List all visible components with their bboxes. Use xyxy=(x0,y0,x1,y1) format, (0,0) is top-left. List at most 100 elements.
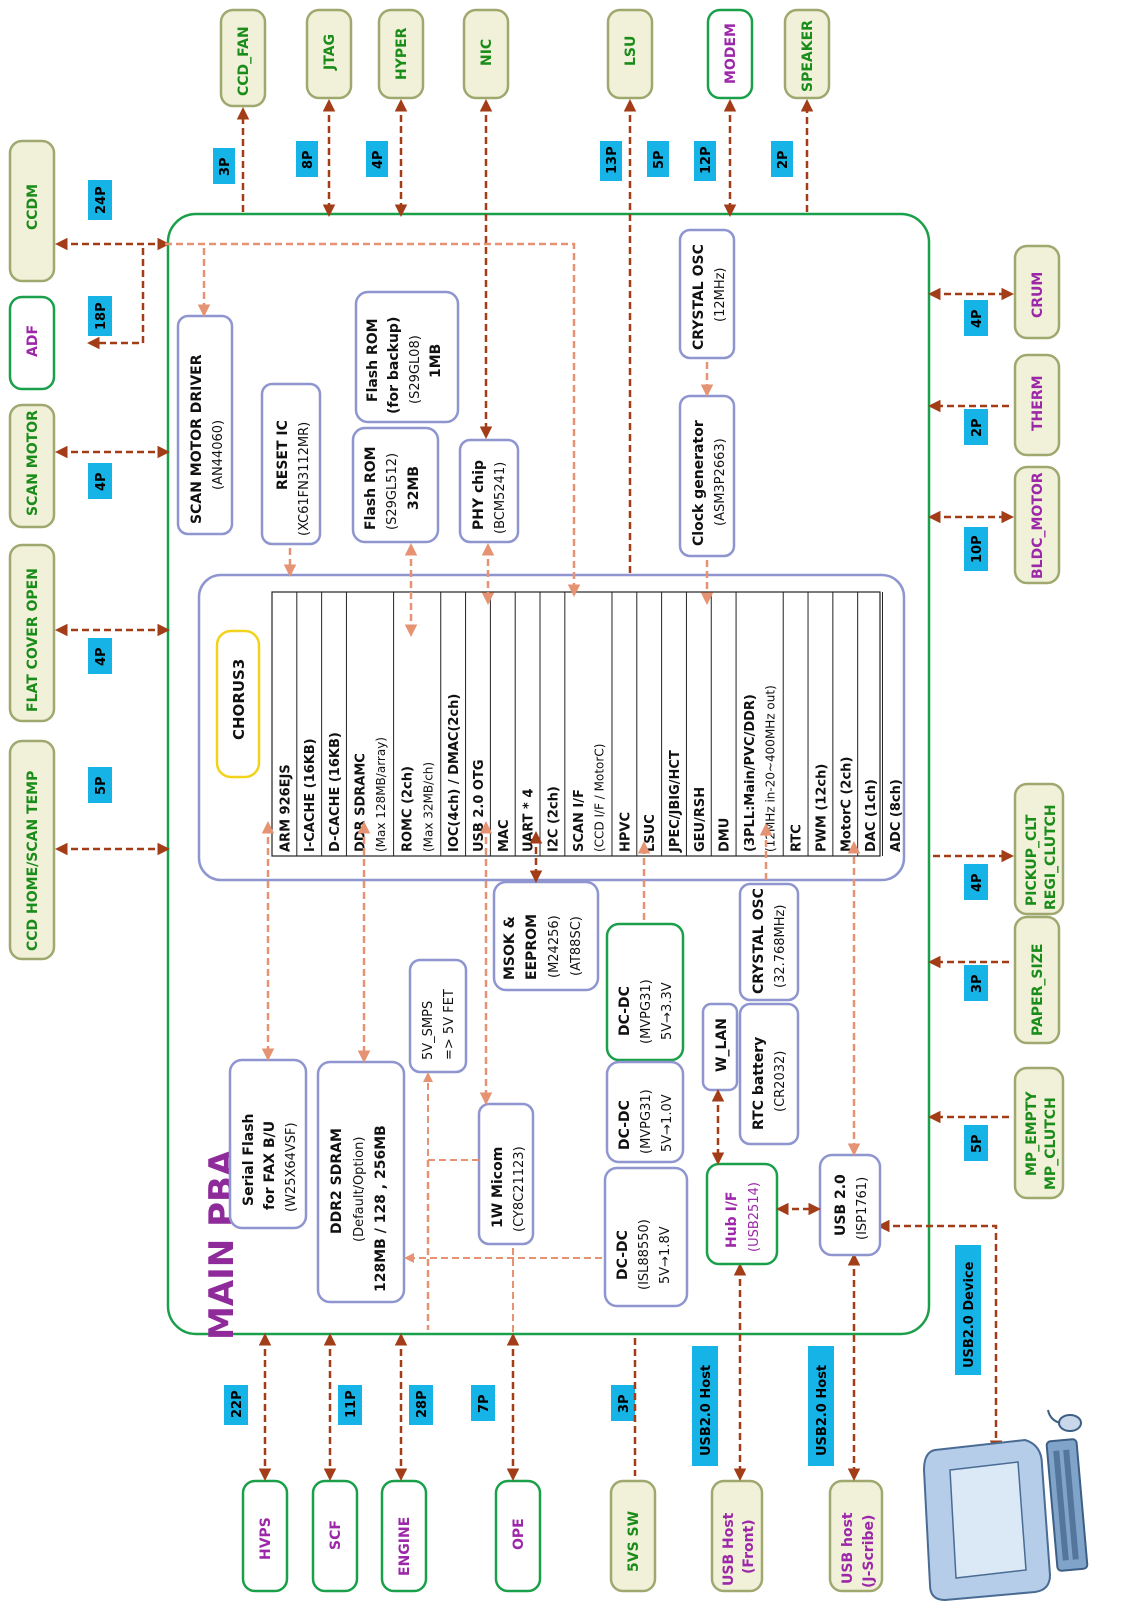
soc-row-label: GEU/RSH xyxy=(693,787,708,852)
block-hub-if: Hub I/F (USB2514) xyxy=(705,1162,779,1266)
svg-text:(USB2514): (USB2514) xyxy=(747,1182,762,1252)
svg-text:DC-DC: DC-DC xyxy=(617,986,633,1036)
svg-text:(AN44060): (AN44060) xyxy=(211,420,226,490)
svg-text:SCAN MOTOR: SCAN MOTOR xyxy=(25,410,41,516)
svg-text:(for backup): (for backup) xyxy=(386,317,402,414)
pin-badge-jtag: 8P xyxy=(296,141,318,177)
block-msok-eeprom: MSOK & EEPROM (M24256) (AT88SC) xyxy=(492,880,600,992)
svg-text:SCAN MOTOR DRIVER: SCAN MOTOR DRIVER xyxy=(189,354,205,524)
connector-crum: CRUM xyxy=(1013,244,1061,340)
svg-text:5P: 5P xyxy=(652,150,667,169)
svg-text:(ISL88550): (ISL88550) xyxy=(637,1219,652,1290)
svg-text:Flash ROM: Flash ROM xyxy=(363,446,379,530)
svg-text:(CY8C21123): (CY8C21123) xyxy=(512,1146,527,1232)
svg-text:CCD_FAN: CCD_FAN xyxy=(236,26,252,96)
svg-text:4P: 4P xyxy=(94,472,109,491)
svg-text:(BCM5241): (BCM5241) xyxy=(493,462,508,534)
computer-icon xyxy=(922,1409,1089,1602)
svg-text:22P: 22P xyxy=(230,1390,245,1418)
svg-text:(S29GL08): (S29GL08) xyxy=(408,335,423,404)
pin-badge-usb-host-front: USB2.0 Host xyxy=(692,1346,718,1466)
svg-text:ADF: ADF xyxy=(25,325,41,357)
svg-text:2P: 2P xyxy=(776,150,791,169)
pin-badge-modem: 12P xyxy=(694,141,716,181)
soc-row-sublabel: (Max 32MB/ch) xyxy=(421,762,435,852)
connector-scf: SCF xyxy=(311,1479,359,1593)
pin-badge-ccdm: 24P xyxy=(88,180,112,220)
svg-text:Serial Flash: Serial Flash xyxy=(241,1113,257,1206)
svg-text:RTC battery: RTC battery xyxy=(751,1037,767,1130)
svg-text:7P: 7P xyxy=(477,1394,492,1413)
pin-badge-ccd-home: 5P xyxy=(88,767,112,803)
svg-text:USB host: USB host xyxy=(840,1512,856,1584)
pin-badge-bldc: 10P xyxy=(964,527,988,571)
block-crystal-osc-12mhz: CRYSTAL OSC (12MHz) xyxy=(678,228,736,360)
connector-modem: MODEM xyxy=(706,8,754,100)
pin-badge-ope: 7P xyxy=(471,1385,495,1421)
connector-usb-host-front: USB Host (Front) xyxy=(710,1479,764,1593)
block-crystal-osc-32mhz: CRYSTAL OSC (32.768MHz) xyxy=(738,882,800,1002)
svg-text:PAPER_SIZE: PAPER_SIZE xyxy=(1030,944,1046,1036)
connector-hyper: HYPER xyxy=(377,8,425,100)
svg-text:CCDM: CCDM xyxy=(25,184,41,230)
connector-ope: OPE xyxy=(494,1479,542,1593)
connector-bldc-motor: BLDC_MOTOR xyxy=(1013,465,1061,585)
svg-text:18P: 18P xyxy=(94,302,109,330)
svg-text:1MB: 1MB xyxy=(428,344,444,378)
soc-row-label: I-CACHE (16KB) xyxy=(303,738,318,852)
arrow-usb-device xyxy=(877,1219,1003,1453)
chorus3-label-box xyxy=(215,629,261,779)
soc-row-sublabel: (CCD I/F / MotorC) xyxy=(593,744,607,852)
connector-hvps: HVPS xyxy=(241,1479,289,1593)
block-usb20: USB 2.0 (ISP1761) xyxy=(818,1153,882,1257)
soc-row-label: HPVC xyxy=(618,812,633,852)
svg-text:THERM: THERM xyxy=(1030,375,1046,431)
svg-text:(CR2032): (CR2032) xyxy=(773,1051,788,1112)
soc-row-label: JPEC/JBIG/HCT xyxy=(668,750,683,853)
soc-row-label: DDR SDRAMC xyxy=(353,753,368,852)
svg-text:4P: 4P xyxy=(94,647,109,666)
block-dcdc-1v8: DC-DC (ISL88550) 5V→1.8V xyxy=(603,1166,689,1308)
connector-engine: ENGINE xyxy=(380,1479,428,1593)
soc-chorus3: CHORUS3 xyxy=(197,573,906,882)
pin-badge-hvps: 22P xyxy=(224,1385,248,1425)
block-5v-smps: 5V_SMPS => 5V FET xyxy=(408,958,468,1074)
soc-row-label: MAC xyxy=(497,819,512,852)
pin-badge-lsu: 13P xyxy=(600,141,622,181)
svg-text:USB2.0 Host: USB2.0 Host xyxy=(815,1365,830,1456)
svg-text:(Front): (Front) xyxy=(741,1519,757,1574)
svg-text:PICKUP_CLT: PICKUP_CLT xyxy=(1024,814,1040,906)
connector-adf: ADF xyxy=(8,295,56,391)
svg-text:CCD HOME/SCAN TEMP: CCD HOME/SCAN TEMP xyxy=(25,771,41,951)
pin-badge-5vs-sw: 3P xyxy=(611,1385,635,1421)
svg-text:13P: 13P xyxy=(605,146,620,174)
block-flash-rom: Flash ROM (S29GL512) 32MB xyxy=(351,426,440,544)
block-w-lan: W_LAN xyxy=(701,1002,739,1092)
connector-jtag: JTAG xyxy=(305,8,353,100)
svg-text:OPE: OPE xyxy=(511,1518,527,1550)
svg-text:DC-DC: DC-DC xyxy=(617,1100,633,1150)
block-scan-motor-driver: SCAN MOTOR DRIVER (AN44060) xyxy=(176,314,234,536)
soc-row-label: UART * 4 xyxy=(522,789,537,852)
main-pba-board xyxy=(166,212,931,1336)
svg-text:4P: 4P xyxy=(371,150,386,169)
pin-badge-engine: 28P xyxy=(409,1385,433,1425)
svg-text:Flash ROM: Flash ROM xyxy=(365,318,381,402)
pin-badge-flat-cover: 4P xyxy=(88,638,112,674)
connector-nic: NIC xyxy=(462,8,510,100)
arrow-adf xyxy=(87,248,145,350)
connector-usb-host-jscribe: USB host (J-Scribe) xyxy=(828,1479,884,1593)
svg-text:3P: 3P xyxy=(617,1394,632,1413)
svg-text:(J-Scribe): (J-Scribe) xyxy=(861,1515,877,1588)
svg-text:(32.768MHz): (32.768MHz) xyxy=(773,905,788,988)
block-serial-flash: Serial Flash for FAX B/U (W25X64VSF) xyxy=(228,1058,308,1230)
svg-text:4P: 4P xyxy=(970,873,985,892)
pin-badge-speaker: 2P xyxy=(771,141,793,177)
svg-text:PHY chip: PHY chip xyxy=(471,460,487,530)
svg-text:USB 2.0: USB 2.0 xyxy=(833,1174,849,1236)
connector-mp-empty: MP_EMPTY MP_CLUTCH xyxy=(1013,1066,1065,1200)
svg-text:5V→1.8V: 5V→1.8V xyxy=(658,1226,673,1284)
block-phy-chip: PHY chip (BCM5241) xyxy=(458,438,520,544)
svg-text:(ASM3P2663): (ASM3P2663) xyxy=(713,438,728,526)
